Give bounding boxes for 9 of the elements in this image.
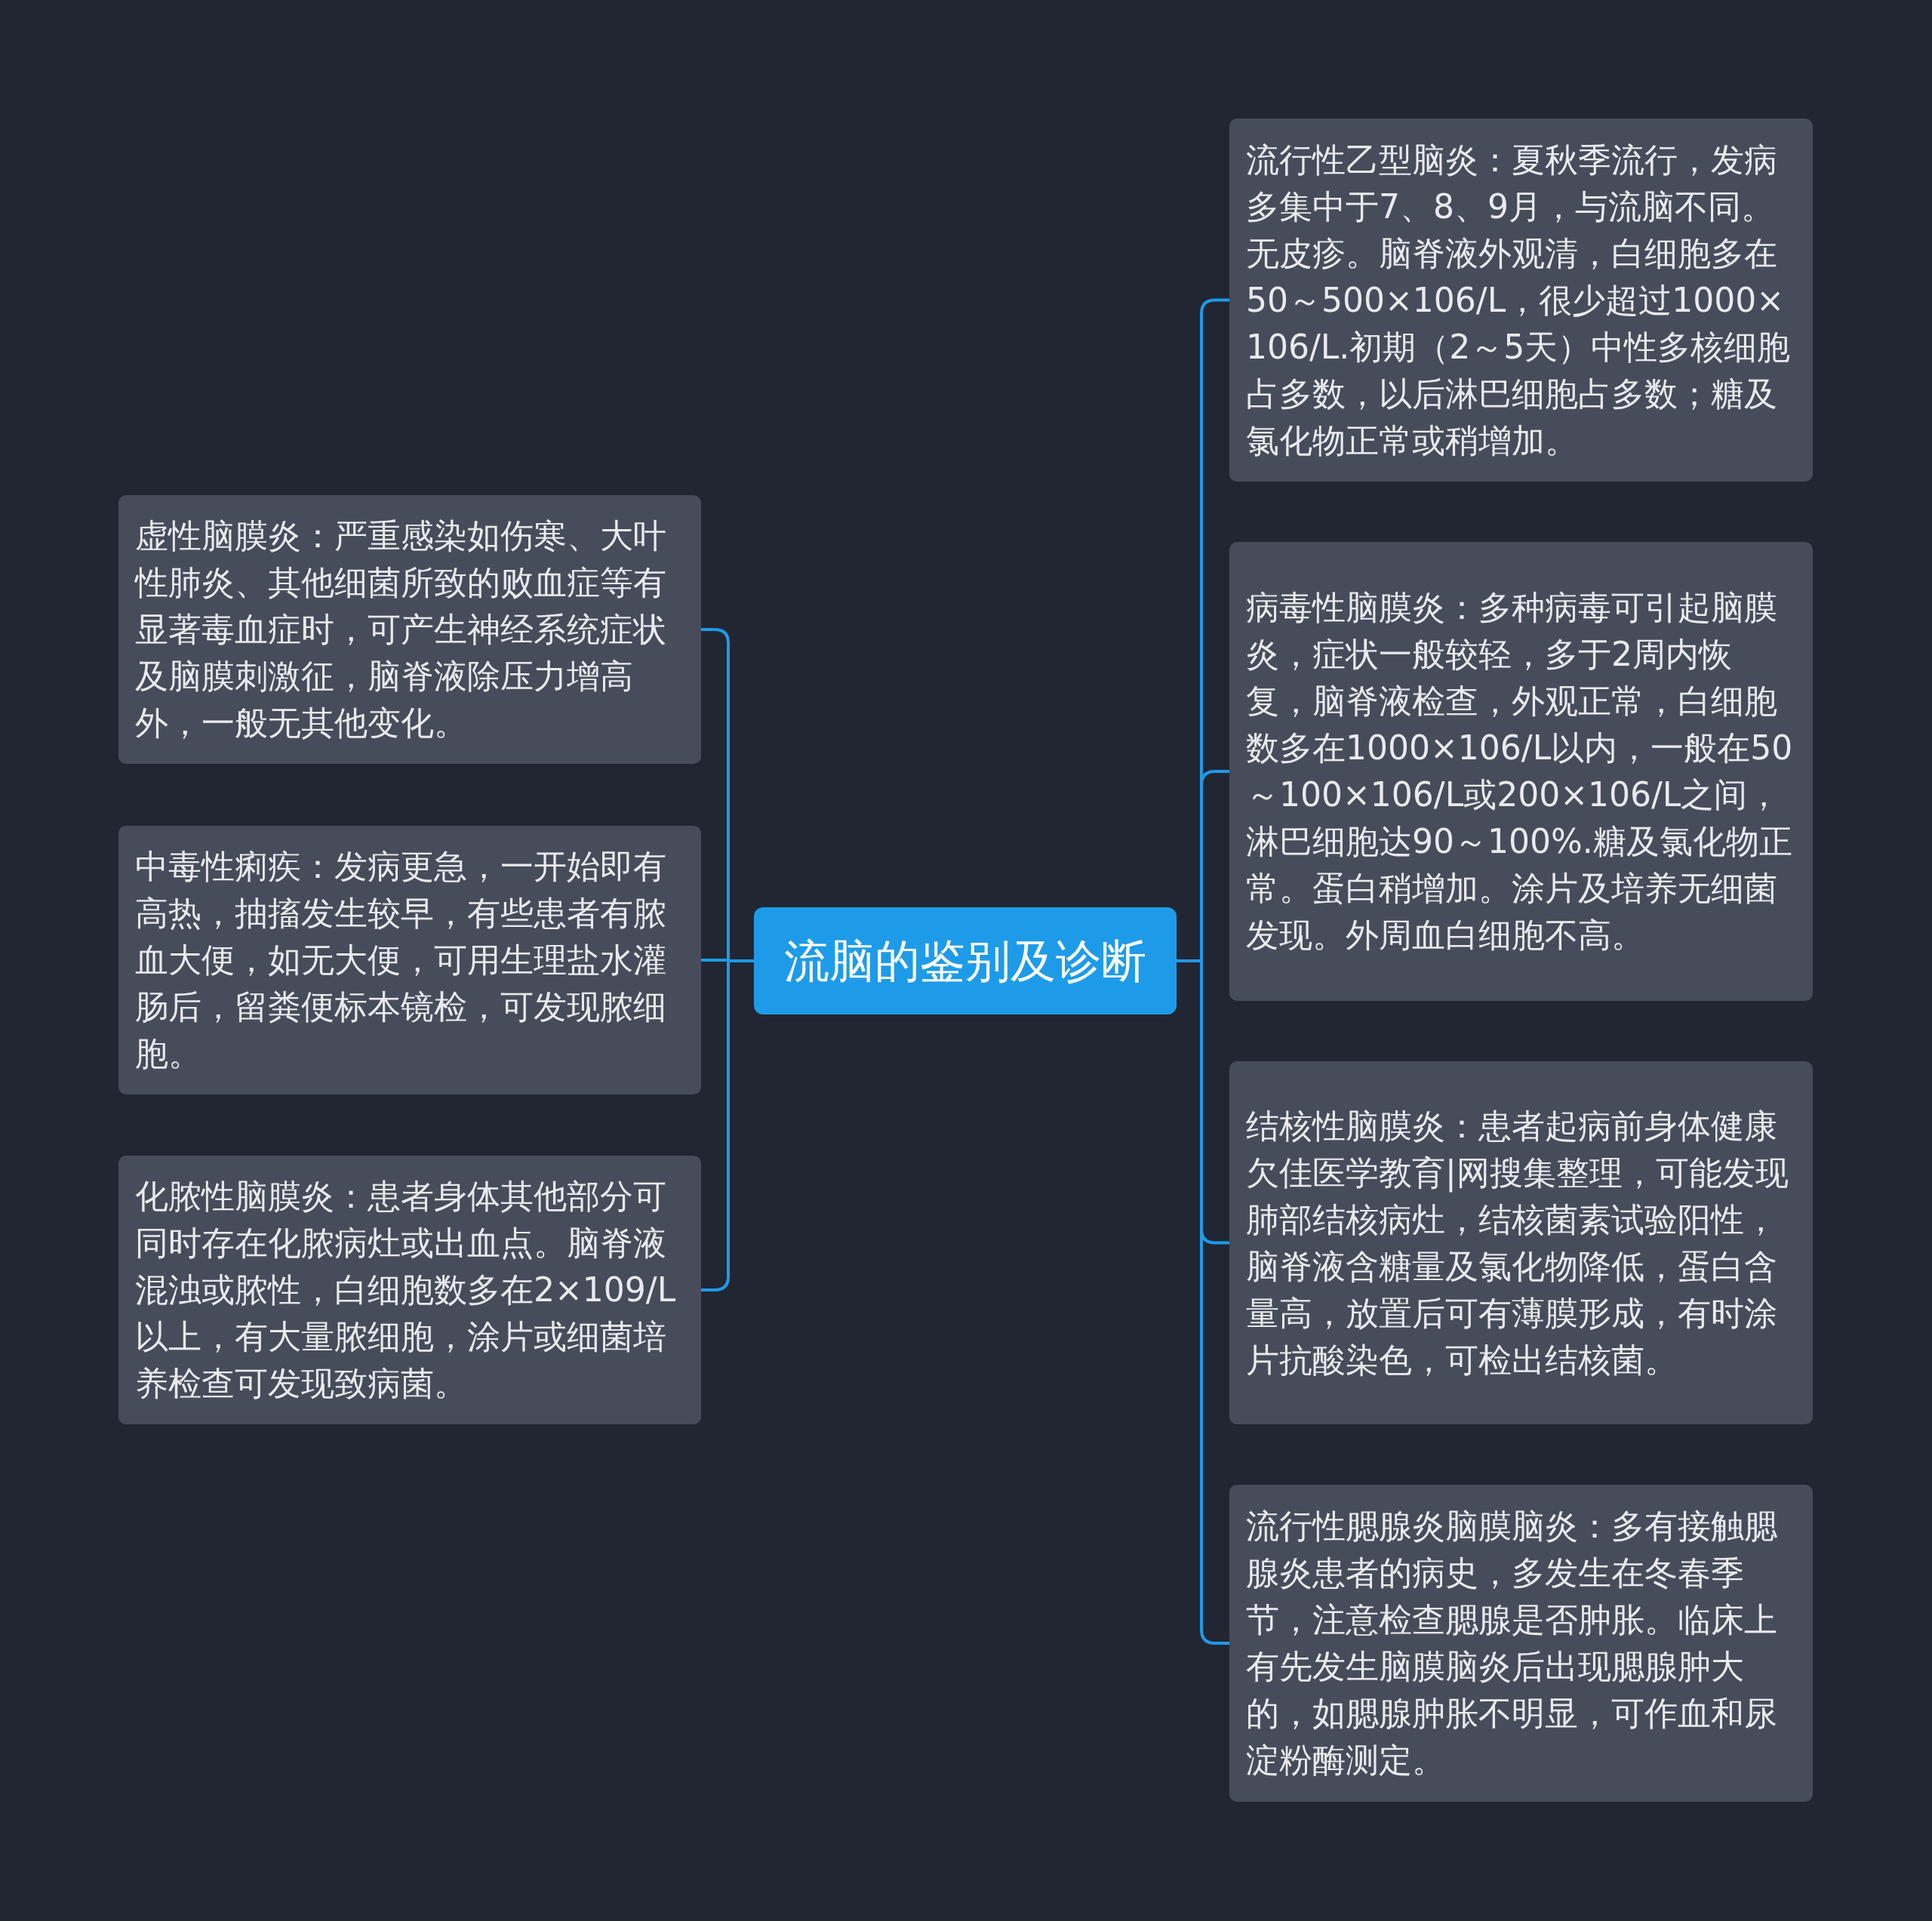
connector-line: [701, 959, 754, 1291]
topic-box: 虚性脑膜炎：严重感染如伤寒、大叶性肺炎、其他细菌所致的败血症等有显著毒血症时，可产生神经系统症状及脑膜刺激征，脑脊液除压力增高外，一般无其他变化。: [118, 495, 701, 764]
topic-box: 化脓性脑膜炎：患者身体其他部分可同时存在化脓病灶或出血点。脑脊液混浊或脓性，白细胞数多在2×109/L以上，有大量脓细胞，涂片或细菌培养检查可发现致病菌。: [118, 1156, 701, 1424]
topic-box: 流行性乙型脑炎：夏秋季流行，发病多集中于7、8、9月，与流脑不同。无皮疹。脑脊液外观清，白细胞多在50～500×106/L，很少超过1000×106/L.初期（2～5天）中性多核细胞占多数，以后淋巴细胞占多数；糖及氯化物正常或稍增加。: [1229, 119, 1813, 482]
topic-box: 结核性脑膜炎：患者起病前身体健康欠佳医学教育|网搜集整理，可能发现肺部结核病灶，结核菌素试验阳性，脑脊液含糖量及氯化物降低，蛋白含量高，放置后可有薄膜形成，有时涂片抗酸染色，可检出结核菌。: [1229, 1061, 1813, 1424]
topic-box: 流行性腮腺炎脑膜脑炎：多有接触腮腺炎患者的病史，多发生在冬春季节，注意检查腮腺是否肿胀。临床上有先发生脑膜脑炎后出现腮腺肿大的，如腮腺肿胀不明显，可作血和尿淀粉酶测定。: [1229, 1485, 1813, 1802]
topic-box: 中毒性痢疾：发病更急，一开始即有高热，抽搐发生较早，有些患者有脓血大便，如无大便，可用生理盐水灌肠后，留粪便标本镜检，可发现脓细胞。: [118, 826, 701, 1094]
central-topic-box: 流脑的鉴别及诊断: [754, 907, 1177, 1014]
topic-box: 病毒性脑膜炎：多种病毒可引起脑膜炎，症状一般较轻，多于2周内恢复，脑脊液检查，外观正常，白细胞数多在1000×106/L以内，一般在50～100×106/L或200×106/L之间，淋巴细胞达90～100%.糖及氯化物正常。蛋白稍增加。涂片及培养无细菌发现。外周血白细胞不高。: [1229, 542, 1813, 1001]
